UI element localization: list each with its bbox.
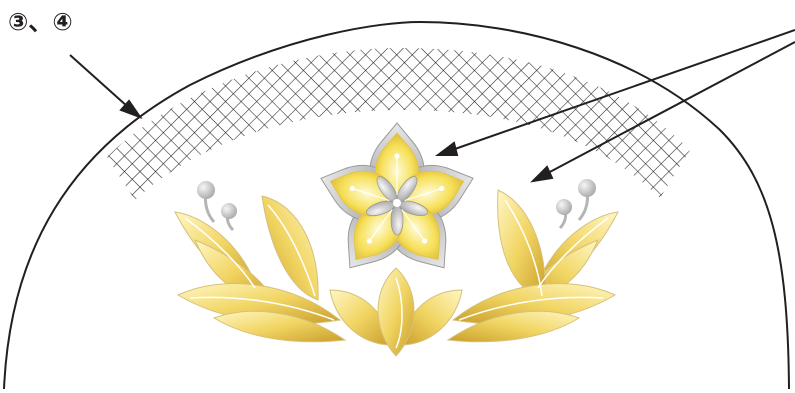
cherry-blossom-icon <box>313 123 482 284</box>
leaf-icon <box>262 196 318 300</box>
center-leaf-cluster <box>330 268 462 356</box>
bud-icon <box>556 199 572 215</box>
arrowhead-leaves-icon <box>533 167 552 181</box>
left-leaf-cluster <box>175 196 345 342</box>
leaf-icon <box>498 190 546 300</box>
bud-icon <box>578 179 596 197</box>
right-leaf-cluster <box>448 190 618 342</box>
arrowhead-blossom-icon <box>438 143 457 155</box>
bud-icon <box>221 203 237 219</box>
bud-icon <box>197 181 215 199</box>
arrow-to-band <box>70 55 128 107</box>
callout-label: ③、④ <box>8 10 73 34</box>
